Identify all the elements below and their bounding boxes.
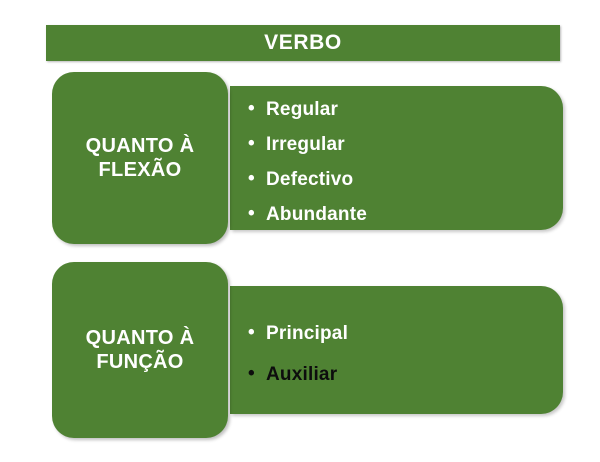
page-title: VERBO (264, 31, 342, 54)
list-item: Principal (248, 323, 563, 343)
items-list-funcao: Principal Auxiliar (230, 286, 563, 384)
category-label: QUANTO À FLEXÃO (85, 134, 195, 181)
items-box-funcao: Principal Auxiliar (230, 286, 563, 414)
items-list-flexao: Regular Irregular Defectivo Abundante (230, 86, 563, 224)
category-label: QUANTO À FUNÇÃO (85, 326, 195, 373)
list-item: Auxiliar (248, 364, 563, 384)
list-item: Regular (248, 99, 563, 119)
list-item: Irregular (248, 134, 563, 154)
diagram-title-banner: VERBO (46, 25, 560, 61)
list-item: Abundante (248, 204, 563, 224)
diagram-row-flexao: Regular Irregular Defectivo Abundante QU… (0, 72, 600, 244)
items-box-flexao: Regular Irregular Defectivo Abundante (230, 86, 563, 230)
label-box-funcao: QUANTO À FUNÇÃO (52, 262, 228, 438)
list-item: Defectivo (248, 169, 563, 189)
label-box-flexao: QUANTO À FLEXÃO (52, 72, 228, 244)
diagram-row-funcao: Principal Auxiliar QUANTO À FUNÇÃO (0, 262, 600, 438)
